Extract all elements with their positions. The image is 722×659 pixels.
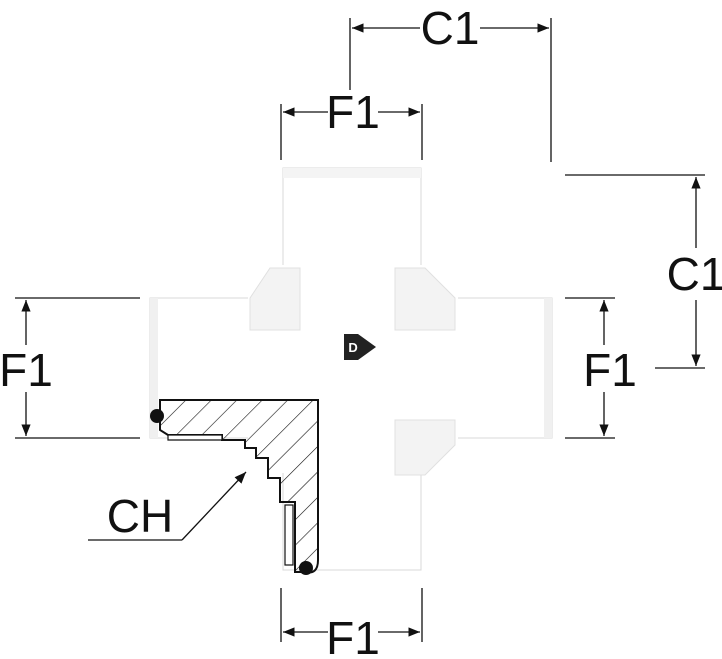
svg-text:D: D: [348, 340, 357, 355]
dim-label-top-f1: F1: [326, 86, 380, 138]
right-port: [439, 297, 553, 439]
seal-ring-left: [150, 409, 164, 423]
dim-label-right-c1: C1: [667, 248, 722, 300]
dim-label-top-c1: C1: [421, 2, 480, 54]
hex-chamfer-bottom-right: [394, 419, 456, 476]
dunlop-d-arrow-logo-icon: [344, 334, 376, 360]
top-port: [282, 167, 422, 273]
hex-chamfer-top-right: [394, 267, 456, 331]
hex-chamfer-top-left: [249, 267, 301, 331]
dimensions: [15, 18, 705, 642]
dim-label-right-f1: F1: [583, 344, 637, 396]
dim-label-ch: CH: [107, 490, 173, 542]
dunlop-logo: D: [344, 334, 376, 360]
dim-label-bottom-f1: F1: [326, 612, 380, 659]
seal-ring-bottom: [299, 561, 313, 575]
hatched-section: [159, 399, 319, 574]
dim-label-left-f1: F1: [0, 344, 53, 396]
section-cut: [150, 399, 319, 575]
